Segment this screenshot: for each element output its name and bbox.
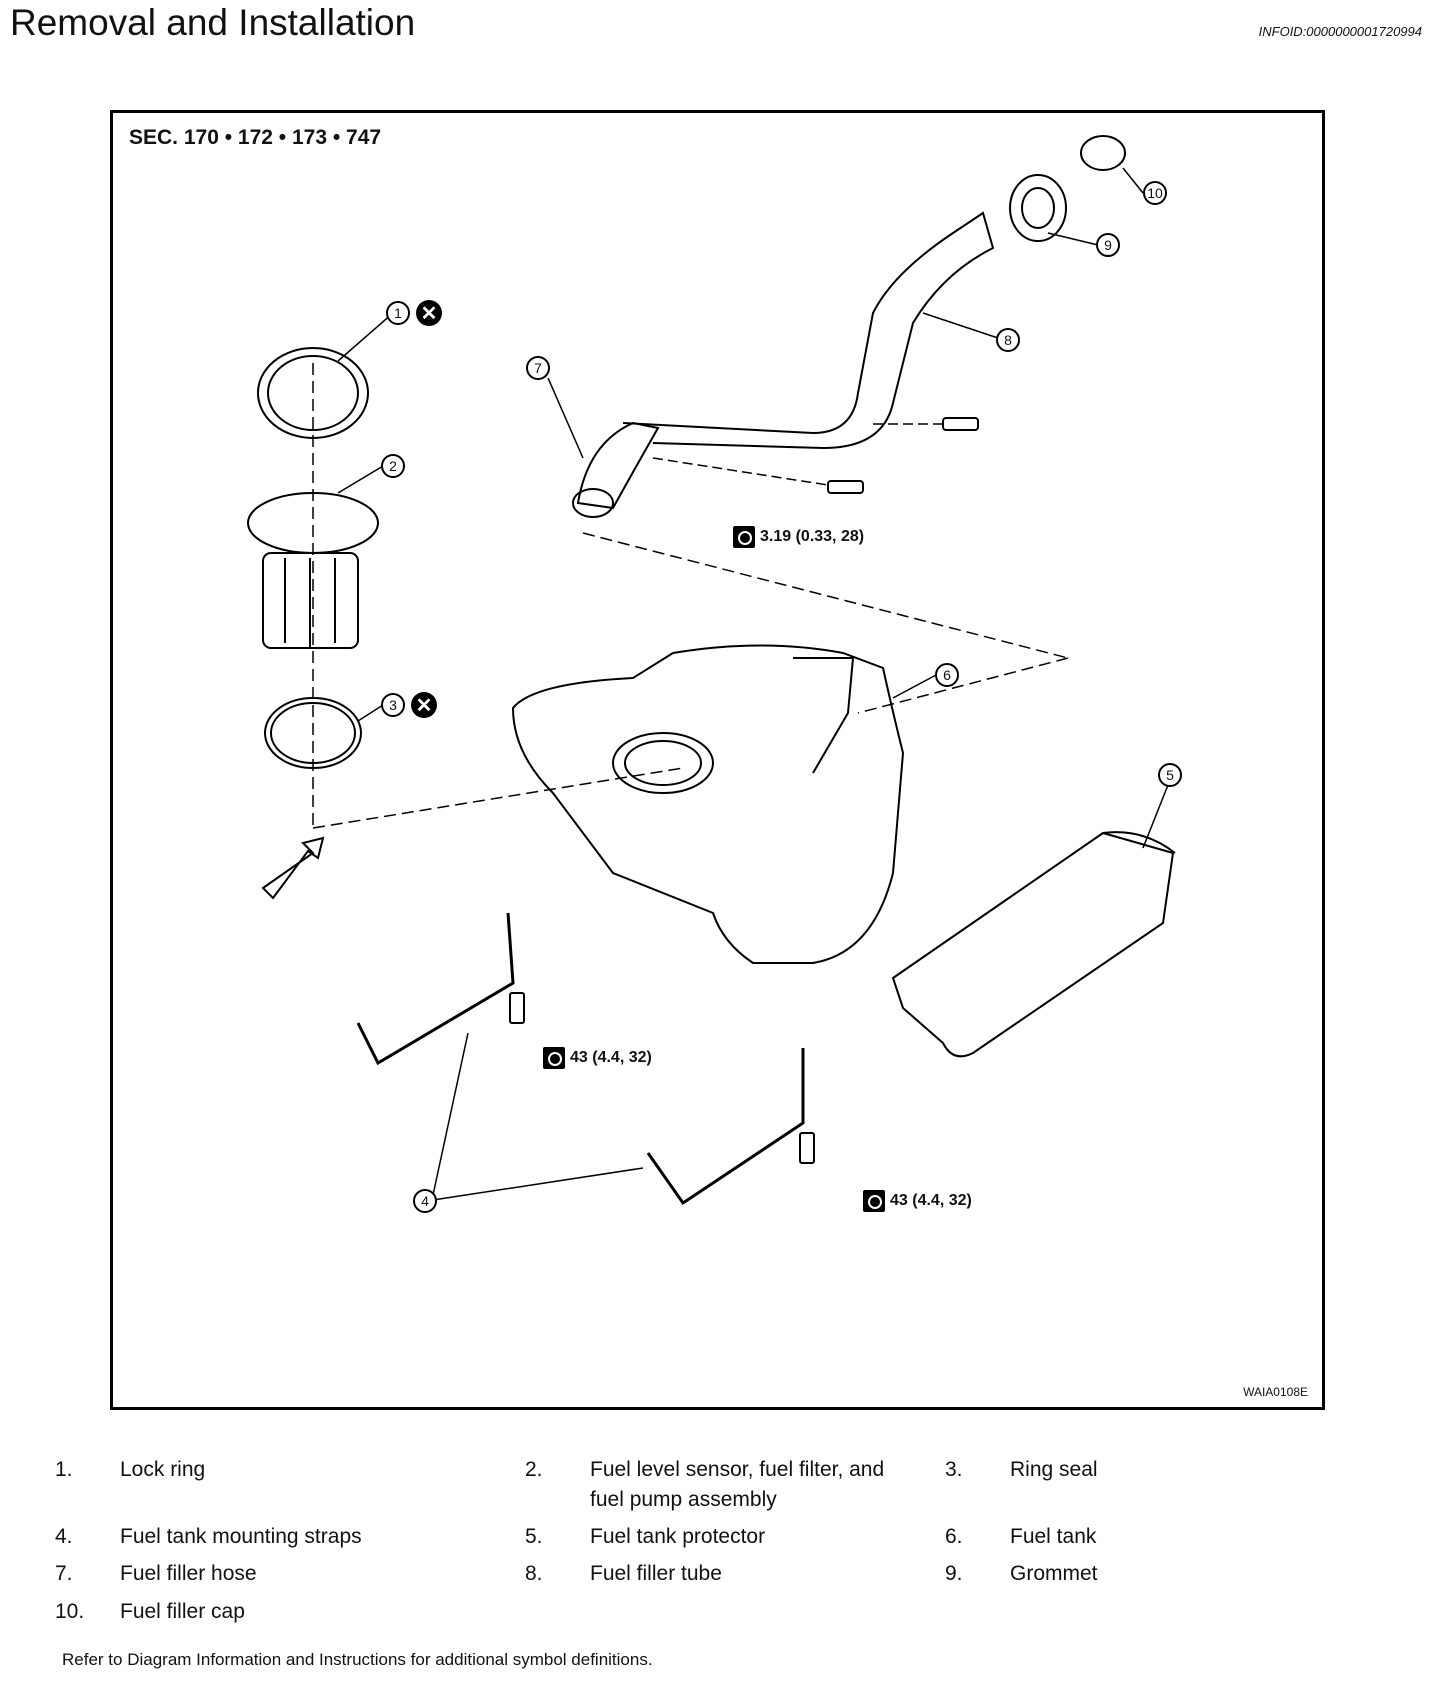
strap-shape — [646, 1048, 805, 1206]
legend-item: 7. Fuel filler hose — [55, 1562, 257, 1585]
grommet-shape — [1009, 174, 1067, 242]
legend-item: 8. Fuel filler tube — [525, 1562, 722, 1585]
legend-item: 3. Ring seal — [945, 1458, 1098, 1481]
bolt-shape — [799, 1132, 815, 1164]
legend-item: 10. Fuel filler cap — [55, 1600, 245, 1623]
strap-shape — [356, 912, 515, 1066]
cap-shape — [1080, 135, 1126, 171]
filler-hose-shape — [576, 421, 660, 510]
legend-item: 6. Fuel tank — [945, 1525, 1097, 1548]
torque-icon — [863, 1190, 885, 1212]
torque-icon — [543, 1047, 565, 1069]
page-title: Removal and Installation — [10, 2, 416, 43]
replace-icon: ✕ — [411, 692, 437, 718]
figure-id: WAIA0108E — [1243, 1385, 1308, 1399]
callout-5: 5 — [1158, 763, 1182, 787]
section-label: SEC. 170 • 172 • 173 • 747 — [129, 126, 382, 149]
callout-7: 7 — [526, 356, 550, 380]
info-id: INFOID:0000000001720994 — [1258, 24, 1422, 39]
torque-icon — [733, 526, 755, 548]
legend-item: 2. Fuel level sensor, fuel filter, and f… — [525, 1458, 885, 1511]
replace-icon: ✕ — [416, 300, 442, 326]
torque-spec: 3.19 (0.33, 28) — [733, 526, 864, 548]
callout-3: 3 — [381, 693, 405, 717]
callout-6: 6 — [935, 663, 959, 687]
legend-item: 1. Lock ring — [55, 1458, 206, 1481]
filler-tube-shape — [622, 211, 995, 450]
callout-2: 2 — [381, 454, 405, 478]
legend-item: 5. Fuel tank protector — [525, 1525, 766, 1548]
torque-spec: 43 (4.4, 32) — [863, 1190, 972, 1212]
diagram-drawing — [247, 135, 1176, 1206]
fuel-tank-shape — [511, 644, 905, 964]
torque-spec: 43 (4.4, 32) — [543, 1047, 652, 1069]
callout-8: 8 — [996, 328, 1020, 352]
exploded-diagram: SEC. 170 • 172 • 173 • 747 — [110, 110, 1325, 1410]
footnote: Refer to Diagram Information and Instruc… — [62, 1650, 653, 1669]
callout-10: 10 — [1143, 181, 1167, 205]
bolt-shape — [827, 480, 864, 494]
tank-protector-shape — [891, 831, 1175, 1058]
bolt-shape — [509, 992, 525, 1024]
front-arrow-icon — [261, 836, 325, 900]
legend-item: 4. Fuel tank mounting straps — [55, 1525, 362, 1548]
callout-4: 4 — [413, 1189, 437, 1213]
legend-item: 9. Grommet — [945, 1562, 1098, 1585]
callout-9: 9 — [1096, 233, 1120, 257]
bolt-shape — [942, 417, 979, 431]
callout-1: 1 — [386, 301, 410, 325]
